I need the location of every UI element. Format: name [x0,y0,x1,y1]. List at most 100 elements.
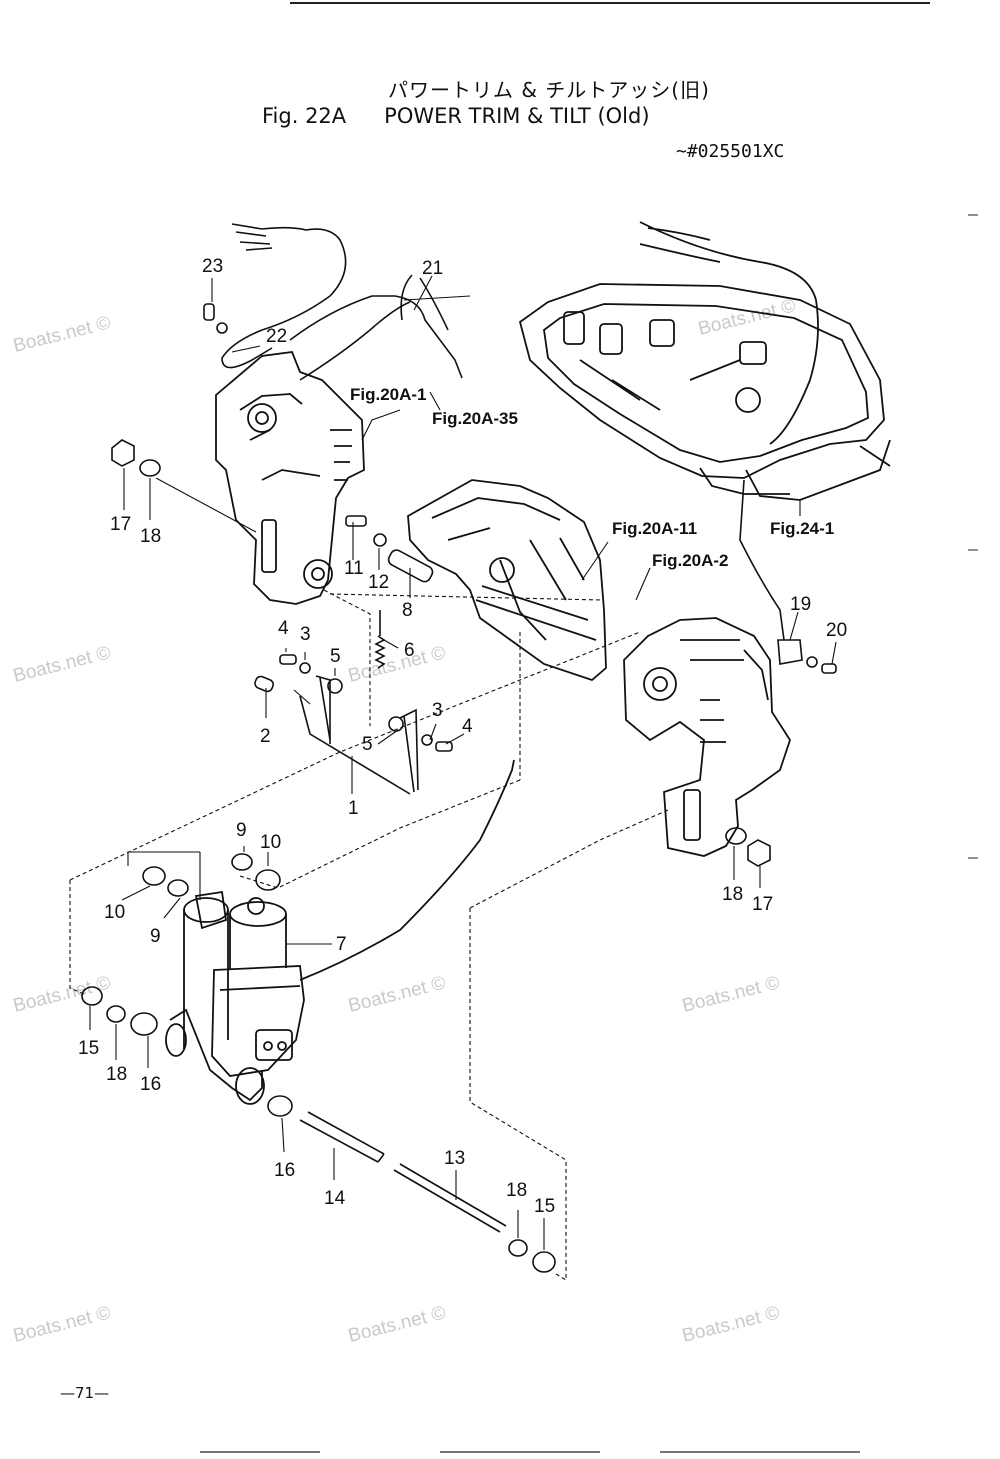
bolt-20 [821,663,837,674]
watermark-text: Boats.net © [680,972,782,1016]
callout-12: 12 [368,572,389,593]
serial-range: ~#025501XC [676,141,785,162]
callout-8: 8 [402,600,413,621]
washer-23 [216,322,228,334]
callout-9: 9 [150,926,161,947]
bushing-16-low [267,1095,293,1117]
bushing-15-left [81,986,103,1006]
cap-2 [254,675,274,693]
callout-6: 6 [404,640,415,661]
ref-fig-20a-2: Fig.20A-2 [652,551,729,570]
washer-3-mid [421,734,433,746]
nut-17-left [111,439,135,467]
ref-fig-20a-11: Fig.20A-11 [612,519,697,538]
wire-harness-top [221,223,463,381]
callout-10: 10 [104,902,125,923]
callout-13: 13 [444,1148,465,1169]
callout-16: 16 [140,1074,161,1095]
callout-15: 15 [78,1038,99,1059]
callout-20: 20 [826,620,847,641]
shaft-14 [299,1111,385,1163]
page-rules [200,2,978,1453]
pin-8 [387,549,434,583]
callout-numbers: 1 2 3 3 4 4 5 5 6 7 8 9 9 10 10 11 12 13… [78,256,847,1217]
title-japanese: パワートリム & チルトアッシ(旧) [388,78,710,102]
washer-20 [806,656,818,668]
callout-16: 16 [274,1160,295,1181]
watermark-text: Boats.net © [346,972,448,1016]
bolt-4-mid [435,741,453,752]
callout-15: 15 [534,1196,555,1217]
bushing-10-left [142,866,166,886]
callout-18: 18 [722,884,743,905]
callout-10: 10 [260,832,281,853]
watermark-text: Boats.net © [11,312,113,356]
callout-21: 21 [422,258,443,279]
clamp-bracket-right [623,617,791,857]
bushing-10-top [255,869,281,891]
bolt-4-top [279,654,297,665]
callout-9: 9 [236,820,247,841]
watermarks: Boats.net © Boats.net © Boats.net © Boat… [11,295,798,1346]
callout-5: 5 [362,734,373,755]
callout-1: 1 [348,798,359,819]
callout-11: 11 [344,558,364,579]
washer-18-left [139,459,161,477]
bushing-16-left [130,1012,158,1036]
callout-2: 2 [260,726,271,747]
figure-number: Fig. 22A [262,104,347,128]
bolt-23 [203,303,215,321]
title-english: Fig. 22A POWER TRIM & TILT (Old) [262,104,650,128]
callout-17: 17 [110,514,131,535]
lower-cowling [518,221,891,501]
clamp-19 [777,639,803,665]
callout-19: 19 [790,594,811,615]
power-trim-tilt-unit [165,759,515,1105]
callout-17: 17 [752,894,773,915]
leader-lines [69,275,837,1281]
callout-18: 18 [506,1180,527,1201]
callout-18: 18 [106,1064,127,1085]
washer-18-low [106,1005,126,1023]
bushing-15-bottom [532,1251,556,1273]
bolt-11 [345,515,367,527]
watermark-text: Boats.net © [346,1302,448,1346]
callout-23: 23 [202,256,223,277]
ref-fig-20a-35: Fig.20A-35 [432,409,518,428]
callout-4: 4 [278,618,289,639]
callout-3: 3 [300,624,311,645]
figure-references: Fig.20A-1 Fig.20A-35 Fig.20A-11 Fig.20A-… [350,385,834,570]
trim-rod-1 [299,677,415,795]
watermark-text: Boats.net © [11,642,113,686]
callout-4: 4 [462,716,473,737]
spring-6 [374,635,386,669]
figure-title: POWER TRIM & TILT (Old) [384,104,650,128]
watermark-text: Boats.net © [696,295,798,339]
nut-17-right [747,839,771,867]
washer-3-top [299,662,311,674]
washer-18-bottom [508,1239,528,1257]
watermark-text: Boats.net © [346,642,448,686]
washer-12 [373,533,387,547]
watermark-text: Boats.net © [11,1302,113,1346]
ref-fig-24-1: Fig.24-1 [770,519,834,538]
bushing-9-top [231,853,253,871]
callout-3: 3 [432,700,443,721]
callout-22: 22 [266,326,287,347]
clamp-bracket-left [215,351,365,605]
small-parts [81,303,837,1273]
swivel-bracket [407,479,607,682]
callout-5: 5 [330,646,341,667]
watermark-text: Boats.net © [680,1302,782,1346]
shaft-13 [393,1163,507,1233]
callout-18: 18 [140,526,161,547]
ref-fig-20a-1: Fig.20A-1 [350,385,427,404]
callout-14: 14 [324,1188,346,1209]
washer-18-right [725,827,747,845]
bushing-9-left [167,879,189,897]
page-number: —71— [60,1384,110,1402]
callout-7: 7 [336,934,347,955]
washer-5-top [327,678,343,694]
